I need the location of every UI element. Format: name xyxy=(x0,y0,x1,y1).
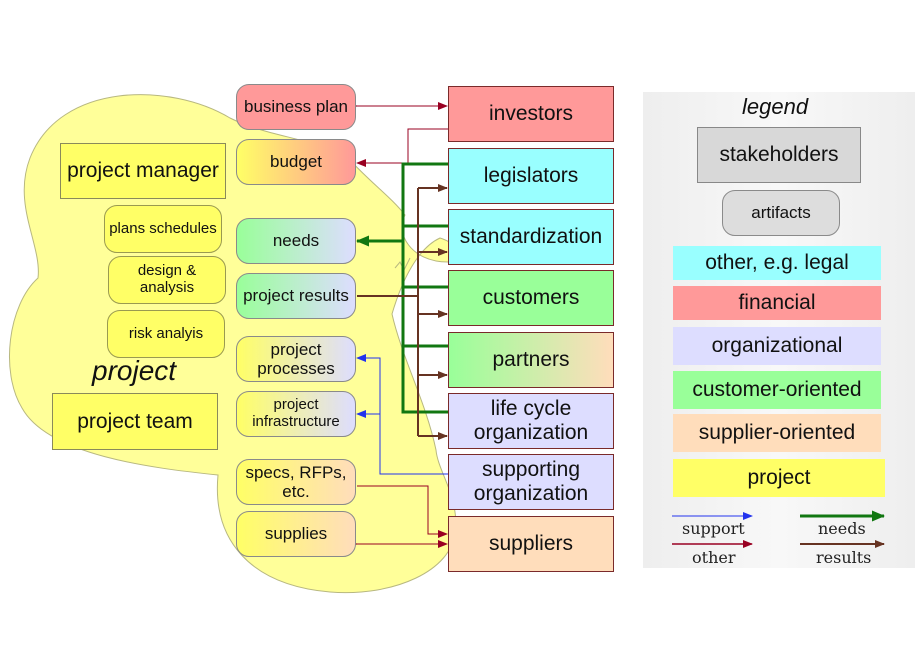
legend-category-organizational: organizational xyxy=(673,327,881,365)
artifact-project-infrastructure: project infrastructure xyxy=(236,391,356,437)
legend-category-project: project xyxy=(673,459,885,497)
legend-stakeholders: stakeholders xyxy=(697,127,861,183)
project-manager: project manager xyxy=(60,143,226,199)
artifact-supplies: supplies xyxy=(236,511,356,557)
project-team: project team xyxy=(52,393,218,450)
stakeholder-legislators: legislators xyxy=(448,148,614,204)
legend-category-customer: customer-oriented xyxy=(673,371,881,409)
legend-support-label: support xyxy=(682,519,745,538)
legend-needs-label: needs xyxy=(818,519,866,538)
stakeholder-customers: customers xyxy=(448,270,614,326)
legend-other-label: other xyxy=(692,548,736,567)
legend-category-supplier: supplier-oriented xyxy=(673,414,881,452)
stakeholder-standardization: standardization xyxy=(448,209,614,265)
arrow-investors-budget xyxy=(356,128,448,167)
task-risk-analysis: risk analyis xyxy=(107,310,225,358)
legend-category-financial: financial xyxy=(673,286,881,320)
artifact-project-results: project results xyxy=(236,273,356,319)
stakeholder-suppliers: suppliers xyxy=(448,516,614,572)
stakeholder-partners: partners xyxy=(448,332,614,388)
artifact-needs: needs xyxy=(236,218,356,264)
legend-results-label: results xyxy=(816,548,872,567)
artifact-business-plan: business plan xyxy=(236,84,356,130)
stakeholder-life-cycle-organization: life cycle organization xyxy=(448,393,614,449)
legend-category-other: other, e.g. legal xyxy=(673,246,881,280)
legend-title: legend xyxy=(742,94,809,119)
artifact-specs: specs, RFPs, etc. xyxy=(236,459,356,505)
project-label: project xyxy=(92,355,177,386)
stakeholder-investors: investors xyxy=(448,86,614,142)
legend-artifacts: artifacts xyxy=(722,190,840,236)
task-design-analysis: design & analysis xyxy=(108,256,226,304)
artifact-project-processes: project processes xyxy=(236,336,356,382)
arrow-specs-suppliers xyxy=(357,485,448,538)
stakeholder-supporting-organization: supporting organization xyxy=(448,454,614,510)
task-plans-schedules: plans schedules xyxy=(104,205,222,253)
artifact-budget: budget xyxy=(236,139,356,185)
support-arrow-processes xyxy=(356,354,448,475)
